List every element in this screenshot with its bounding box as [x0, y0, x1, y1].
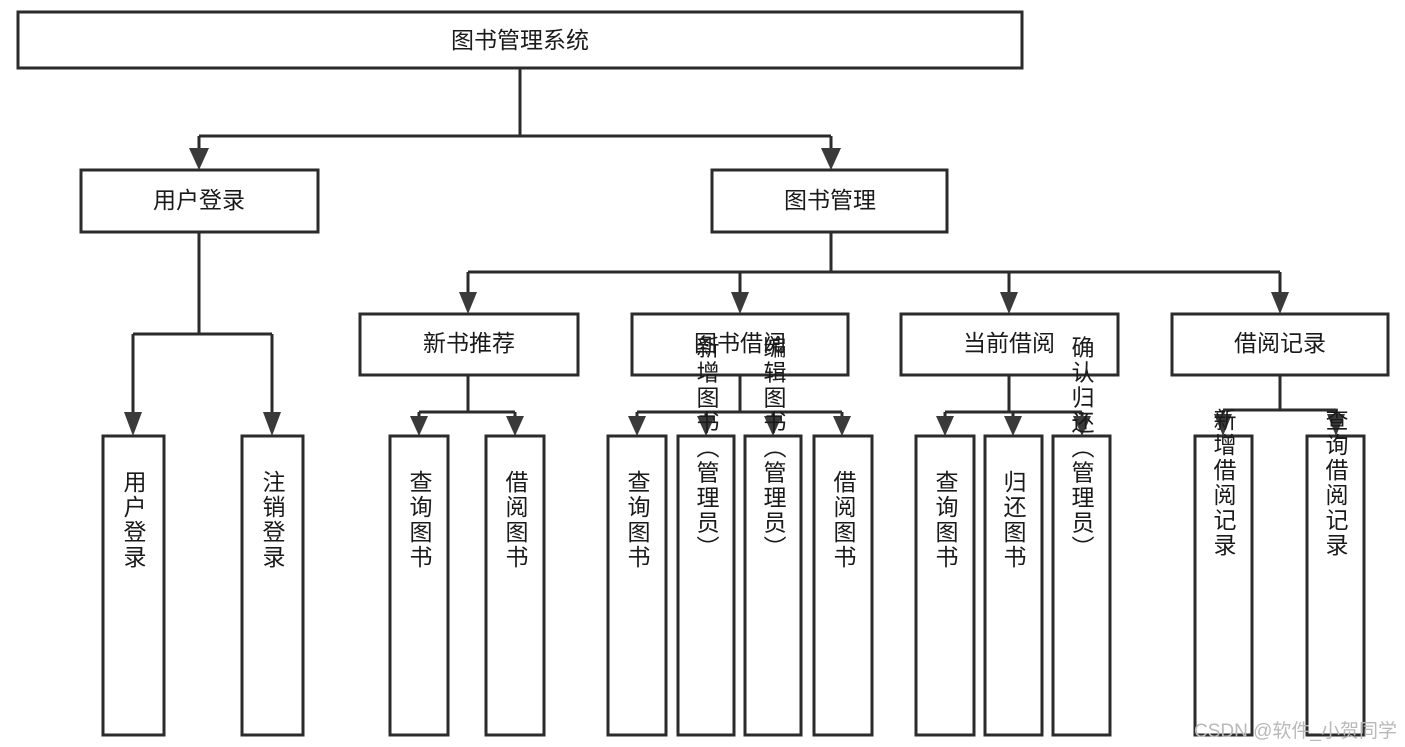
- arrowhead-leaf-query-book-2: [628, 416, 646, 436]
- arrowhead-leaf-add-record: [1214, 414, 1232, 436]
- arrowhead-leaf-logout: [263, 412, 281, 436]
- node-leaf-query-record-box[interactable]: [1305, 434, 1366, 737]
- node-leaf-borrow-book-2[interactable]: 借阅图书: [812, 434, 874, 737]
- connector-group-userlogin-to-leaves: [124, 232, 281, 436]
- node-user-login-label: 用户登录: [153, 187, 245, 213]
- arrowhead-book-borrow: [731, 292, 749, 314]
- arrowhead-leaf-query-book-3: [936, 416, 954, 436]
- node-leaf-query-book-3[interactable]: 查询图书: [914, 434, 976, 737]
- node-book-management-box[interactable]: [710, 168, 949, 234]
- node-leaf-query-record-label: 查询借阅记录: [1322, 408, 1349, 558]
- connector-group-bookborrow-to-leaves: [628, 375, 851, 436]
- node-leaf-borrow-book-2-box[interactable]: [812, 434, 874, 737]
- node-leaf-edit-book-box[interactable]: [743, 434, 803, 737]
- node-leaf-confirm-return-label: 确认归还（管理员）: [1068, 336, 1095, 561]
- node-leaf-logout[interactable]: 注销登录: [240, 434, 305, 737]
- node-current-borrow[interactable]: 当前借阅: [899, 312, 1120, 377]
- arrowhead-leaf-confirm-return: [1073, 416, 1091, 436]
- node-leaf-add-record-label: 新增借阅记录: [1210, 408, 1237, 558]
- node-book-borrow[interactable]: 图书借阅: [630, 312, 850, 377]
- node-leaf-add-book-box[interactable]: [676, 434, 736, 737]
- node-leaf-borrow-book-1-box[interactable]: [484, 434, 546, 737]
- arrowhead-new-book-recommend: [459, 292, 477, 314]
- arrowhead-leaf-return-book: [1004, 416, 1022, 436]
- node-leaf-user-login-label: 用户登录: [120, 470, 147, 570]
- node-new-book-recommend-box[interactable]: [358, 312, 580, 377]
- connector-group-newbook-to-leaves: [410, 375, 524, 436]
- node-borrow-record-box[interactable]: [1170, 312, 1390, 377]
- node-leaf-query-book-3-label: 查询图书: [932, 470, 959, 570]
- connector-group-currentborrow-to-leaves: [936, 375, 1091, 436]
- connector-group-bookmgmt-to-level3: [459, 232, 1289, 314]
- node-new-book-recommend[interactable]: 新书推荐: [358, 312, 580, 377]
- node-leaf-return-book-box[interactable]: [983, 434, 1044, 737]
- node-root-label: 图书管理系统: [451, 27, 589, 53]
- node-leaf-borrow-book-2-label: 借阅图书: [830, 470, 857, 570]
- node-leaf-query-book-3-box[interactable]: [914, 434, 976, 737]
- arrowhead-leaf-edit-book: [764, 416, 782, 436]
- node-leaf-borrow-book-1[interactable]: 借阅图书: [484, 434, 546, 737]
- node-book-management[interactable]: 图书管理: [710, 168, 949, 234]
- node-root[interactable]: 图书管理系统: [16, 10, 1024, 70]
- node-leaf-query-book-1-label: 查询图书: [406, 470, 433, 570]
- node-borrow-record-label: 借阅记录: [1234, 330, 1326, 356]
- node-leaf-edit-book[interactable]: 编辑图书（管理员）: [743, 336, 803, 737]
- node-leaf-logout-box[interactable]: [240, 434, 305, 737]
- node-leaf-add-book[interactable]: 新增图书（管理员）: [676, 336, 736, 737]
- node-leaf-borrow-book-1-label: 借阅图书: [502, 470, 529, 570]
- node-leaf-query-book-2-label: 查询图书: [624, 470, 651, 570]
- arrowhead-leaf-add-book: [697, 416, 715, 436]
- node-leaf-return-book[interactable]: 归还图书: [983, 434, 1044, 737]
- node-current-borrow-label: 当前借阅: [963, 330, 1055, 356]
- node-leaf-add-book-label: 新增图书（管理员）: [693, 336, 720, 561]
- node-leaf-return-book-label: 归还图书: [1000, 470, 1027, 570]
- arrowhead-leaf-query-record: [1327, 414, 1345, 436]
- node-leaf-confirm-return-box[interactable]: [1051, 434, 1112, 737]
- node-borrow-record[interactable]: 借阅记录: [1170, 312, 1390, 377]
- node-new-book-recommend-label: 新书推荐: [423, 330, 515, 356]
- node-leaf-query-record[interactable]: 查询借阅记录: [1305, 408, 1366, 737]
- node-user-login-box[interactable]: [79, 168, 320, 234]
- node-leaf-add-record-box[interactable]: [1193, 434, 1254, 737]
- arrowhead-leaf-query-book-1: [410, 416, 428, 436]
- connector-group-root-to-level2: [189, 68, 841, 170]
- node-book-management-label: 图书管理: [784, 187, 876, 213]
- arrowhead-leaf-user-login: [124, 412, 142, 436]
- arrowhead-book-management: [821, 148, 841, 170]
- arrowhead-leaf-borrow-book-2: [833, 416, 851, 436]
- node-leaf-confirm-return[interactable]: 确认归还（管理员）: [1051, 336, 1112, 737]
- node-current-borrow-box[interactable]: [899, 312, 1120, 377]
- arrowhead-borrow-record: [1271, 292, 1289, 314]
- node-leaf-add-record[interactable]: 新增借阅记录: [1193, 408, 1254, 737]
- arrowhead-user-login: [189, 148, 209, 170]
- node-user-login[interactable]: 用户登录: [79, 168, 320, 234]
- node-leaf-edit-book-label: 编辑图书（管理员）: [760, 336, 787, 561]
- connector-group-borrowrecord-to-leaves: [1214, 375, 1345, 436]
- node-root-box[interactable]: [16, 10, 1024, 70]
- node-leaf-query-book-2-box[interactable]: [606, 434, 668, 737]
- node-book-borrow-label: 图书借阅: [694, 330, 786, 356]
- node-leaf-logout-label: 注销登录: [259, 470, 286, 570]
- node-leaf-query-book-1-box[interactable]: [388, 434, 450, 737]
- node-leaf-query-book-2[interactable]: 查询图书: [606, 434, 668, 737]
- node-leaf-user-login-box[interactable]: [101, 434, 166, 737]
- node-leaf-query-book-1[interactable]: 查询图书: [388, 434, 450, 737]
- arrowhead-leaf-borrow-book-1: [506, 416, 524, 436]
- node-leaf-user-login[interactable]: 用户登录: [101, 434, 166, 737]
- node-book-borrow-box[interactable]: [630, 312, 850, 377]
- arrowhead-current-borrow: [1000, 292, 1018, 314]
